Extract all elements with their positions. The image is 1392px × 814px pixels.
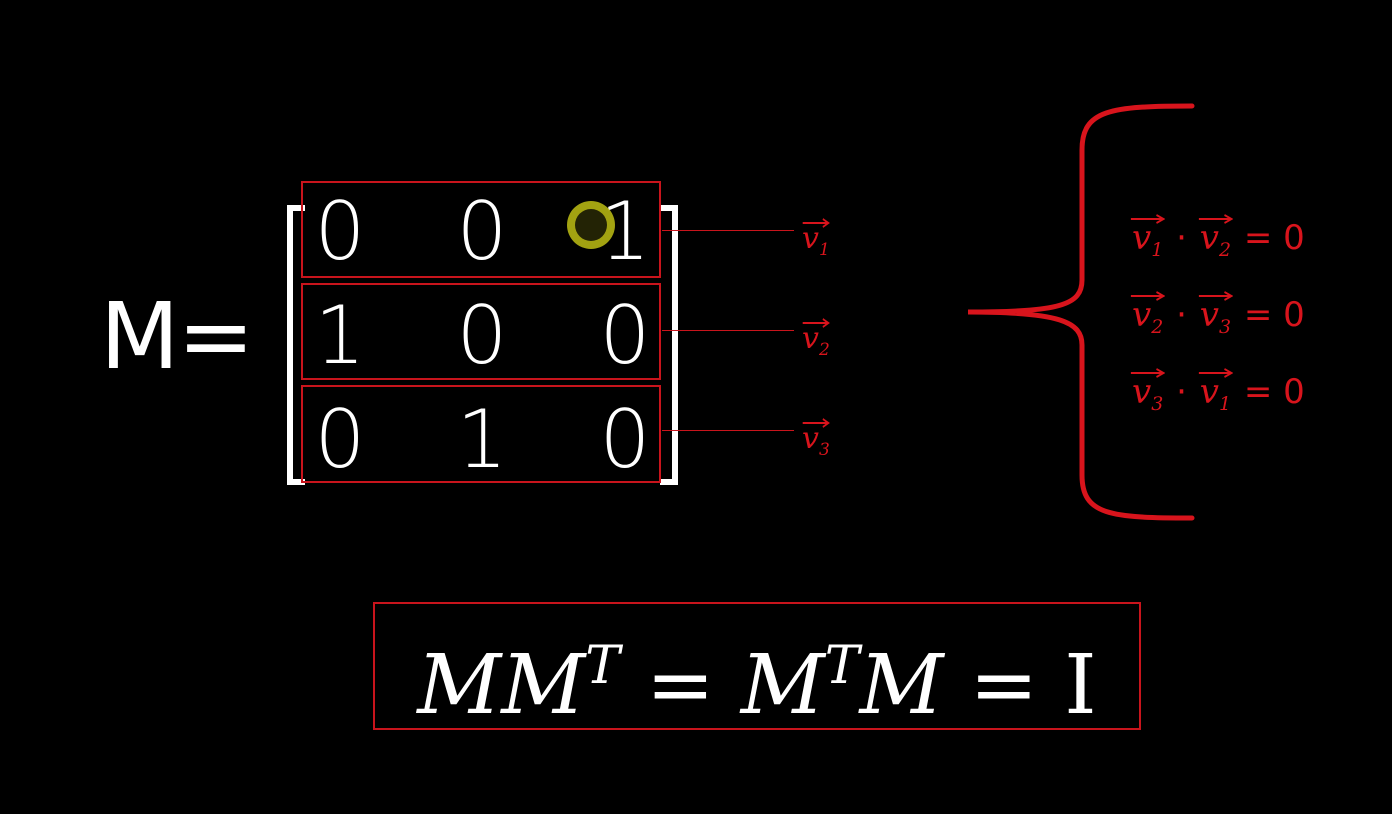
vector-term: v2: [1198, 214, 1234, 270]
vector-term: v3: [1130, 368, 1166, 424]
curly-brace-icon: [967, 103, 1195, 521]
dot-product-equation-3: v3 · v1 = 0: [1130, 368, 1305, 424]
identity-equals: =: [969, 638, 1039, 733]
matrix-cell-r1c1: 0: [314, 185, 366, 278]
equals-zero: = 0: [1243, 372, 1305, 412]
row-2-connector-line: [662, 330, 794, 331]
vector-subscript: 3: [1151, 393, 1164, 415]
vector-subscript: 1: [818, 240, 830, 260]
identity-equals: =: [646, 638, 715, 733]
matrix-cell-r3c2: 1: [456, 393, 508, 486]
dot-product-equation-2: v2 · v3 = 0: [1130, 291, 1305, 347]
vector-letter: v: [802, 421, 819, 456]
vector-letter: v: [1132, 295, 1152, 335]
vector-arrow-icon: [1130, 291, 1166, 301]
vector-term: v1: [1198, 368, 1234, 424]
dot-operator: ·: [1176, 295, 1187, 335]
vector-subscript: 3: [818, 440, 830, 460]
row-2-highlight-box: [301, 283, 661, 380]
matrix-symbol: M: [100, 283, 179, 390]
identity-equation-box: [373, 602, 1141, 730]
vector-v2-label: v2: [802, 318, 830, 367]
vector-arrow-icon: [1130, 368, 1166, 378]
matrix-left-bracket: [287, 205, 305, 485]
transpose-superscript: T: [824, 636, 860, 696]
identity-term: M: [859, 638, 944, 733]
row-3-connector-line: [662, 430, 794, 431]
vector-letter: v: [1199, 218, 1219, 258]
vector-arrow-icon: [802, 418, 830, 428]
vector-arrow-icon: [802, 318, 830, 328]
row-3-highlight-box: [301, 385, 661, 483]
dot-product-equation-1: v1 · v2 = 0: [1130, 214, 1305, 270]
matrix-right-bracket: [660, 205, 678, 485]
matrix-cell-r1c2: 0: [456, 185, 508, 278]
vector-term: v3: [1198, 291, 1234, 347]
identity-matrix-symbol: I: [1064, 638, 1097, 733]
matrix-cell-r2c3: 0: [599, 289, 651, 382]
equals-zero: = 0: [1243, 295, 1305, 335]
vector-arrow-icon: [1198, 368, 1234, 378]
vector-term: v1: [1130, 214, 1166, 270]
vector-letter: v: [1132, 218, 1152, 258]
vector-letter: v: [802, 221, 819, 256]
vector-term: v2: [1130, 291, 1166, 347]
matrix-name-label: M=: [100, 282, 254, 392]
vector-letter: v: [802, 321, 819, 356]
vector-subscript: 2: [1151, 316, 1164, 338]
matrix-cell-r3c1: 0: [314, 393, 366, 486]
identity-term: M: [417, 638, 502, 733]
equals-zero: = 0: [1243, 218, 1305, 258]
matrix-cell-r2c1: 1: [314, 289, 366, 382]
transpose-superscript: T: [585, 636, 620, 696]
identity-term: M: [740, 638, 825, 733]
dot-operator: ·: [1176, 372, 1187, 412]
vector-v3-label: v3: [802, 418, 830, 467]
vector-subscript: 2: [1218, 239, 1232, 261]
vector-subscript: 1: [1218, 393, 1232, 415]
row-1-highlight-box: [301, 181, 661, 278]
vector-subscript: 3: [1218, 316, 1232, 338]
orthogonal-identity-equation: MMT = MTM = I: [373, 602, 1141, 733]
vector-letter: v: [1199, 372, 1219, 412]
vector-subscript: 2: [818, 340, 830, 360]
cursor-highlight-ring: [567, 201, 615, 249]
vector-v1-label: v1: [802, 218, 830, 267]
equals-sign: =: [177, 283, 254, 390]
vector-arrow-icon: [1198, 214, 1234, 224]
vector-arrow-icon: [802, 218, 830, 228]
vector-letter: v: [1199, 295, 1219, 335]
row-1-connector-line: [662, 230, 794, 231]
vector-arrow-icon: [1198, 291, 1234, 301]
identity-term: M: [501, 638, 586, 733]
vector-letter: v: [1132, 372, 1152, 412]
vector-subscript: 1: [1151, 239, 1164, 261]
vector-arrow-icon: [1130, 214, 1166, 224]
dot-operator: ·: [1176, 218, 1187, 258]
matrix-cell-r3c3: 0: [599, 393, 651, 486]
matrix-cell-r2c2: 0: [456, 289, 508, 382]
